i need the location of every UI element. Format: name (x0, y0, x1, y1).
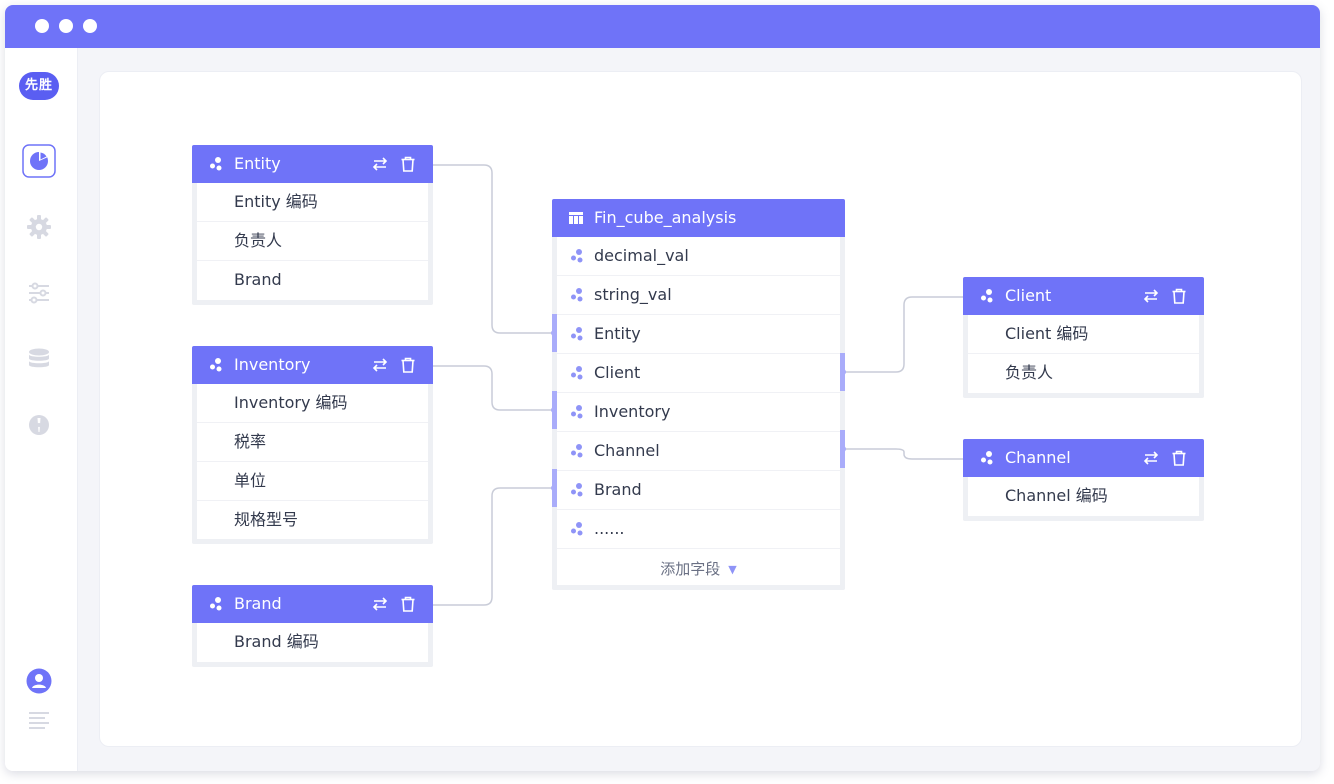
field-icon (571, 444, 583, 458)
wire-channel (845, 448, 963, 460)
swap-icon[interactable] (1142, 449, 1160, 467)
compass-icon[interactable] (22, 408, 56, 442)
fact-field-row[interactable]: Channel (557, 432, 840, 471)
trash-icon[interactable] (399, 356, 417, 374)
field-label: Brand (594, 480, 642, 499)
node-row[interactable]: 单位 (197, 462, 428, 501)
node-header[interactable]: Client (963, 277, 1204, 315)
database-icon[interactable] (22, 342, 56, 376)
add-field-label: 添加字段 (660, 560, 721, 578)
fact-field-row[interactable]: Entity (557, 315, 840, 354)
field-label: Client (594, 363, 641, 382)
field-label: Entity (594, 324, 641, 343)
fact-field-row[interactable]: Client (557, 354, 840, 393)
node-row[interactable]: 负责人 (197, 222, 428, 261)
dimension-icon (981, 289, 993, 303)
trash-icon[interactable] (399, 595, 417, 613)
dimension-icon (210, 157, 222, 171)
wire-client (845, 296, 963, 373)
dimension-entity[interactable]: Entity Entity 编码 负责人 Brand (192, 145, 433, 305)
title-bar (5, 5, 1320, 48)
dimension-inventory[interactable]: Inventory Inventory 编码 税率 单位 规格型号 (192, 346, 433, 544)
node-title: Channel (1005, 448, 1071, 467)
port-channel[interactable] (840, 430, 845, 468)
user-avatar-icon[interactable] (22, 664, 56, 698)
pie-chart-icon[interactable] (22, 144, 56, 178)
field-icon (571, 405, 583, 419)
node-header[interactable]: Entity (192, 145, 433, 183)
field-icon (571, 483, 583, 497)
field-icon (571, 327, 583, 341)
node-row[interactable]: 税率 (197, 423, 428, 462)
field-icon (571, 249, 583, 263)
add-field-button[interactable]: 添加字段 ▼ (557, 549, 840, 589)
node-row[interactable]: Entity 编码 (197, 183, 428, 222)
node-header[interactable]: Inventory (192, 346, 433, 384)
trash-icon[interactable] (399, 155, 417, 173)
dropdown-arrow-icon: ▼ (728, 562, 737, 576)
port-brand[interactable] (552, 469, 557, 507)
dimension-client[interactable]: Client Client 编码 负责人 (963, 277, 1204, 398)
menu-lines-icon[interactable] (22, 704, 56, 738)
dimension-icon (210, 358, 222, 372)
wire-entity (433, 164, 552, 334)
port-entity[interactable] (552, 314, 557, 352)
app-logo: 先胜 (19, 72, 59, 100)
fact-table[interactable]: Fin_cube_analysis decimal_val string_val… (552, 199, 845, 590)
sidebar: 先胜 (5, 48, 78, 771)
field-label: Inventory (594, 402, 671, 421)
fact-field-row[interactable]: decimal_val (557, 237, 840, 276)
field-label: Channel (594, 441, 660, 460)
node-title: Client (1005, 286, 1052, 305)
window-control-dot[interactable] (83, 19, 97, 33)
swap-icon[interactable] (371, 595, 389, 613)
node-header[interactable]: Channel (963, 439, 1204, 477)
fact-title: Fin_cube_analysis (594, 208, 737, 227)
node-row[interactable]: Inventory 编码 (197, 384, 428, 423)
field-icon (571, 522, 583, 536)
wire-inventory (433, 365, 552, 411)
field-icon (571, 366, 583, 380)
port-client[interactable] (840, 353, 845, 391)
fact-header[interactable]: Fin_cube_analysis (552, 199, 845, 237)
table-icon (569, 212, 583, 224)
swap-icon[interactable] (371, 155, 389, 173)
swap-icon[interactable] (371, 356, 389, 374)
fact-field-row[interactable]: string_val (557, 276, 840, 315)
dimension-icon (981, 451, 993, 465)
port-inventory[interactable] (552, 391, 557, 429)
field-label: decimal_val (594, 246, 689, 265)
node-title: Brand (234, 594, 282, 613)
dimension-channel[interactable]: Channel Channel 编码 (963, 439, 1204, 521)
node-row[interactable]: 负责人 (1005, 363, 1054, 382)
trash-icon[interactable] (1170, 287, 1188, 305)
dimension-brand[interactable]: Brand Brand 编码 (192, 585, 433, 667)
fact-field-row[interactable]: ...... (557, 510, 840, 549)
fact-field-row[interactable]: Brand (557, 471, 840, 510)
sliders-icon[interactable] (22, 276, 56, 310)
trash-icon[interactable] (1170, 449, 1188, 467)
field-label: ...... (594, 519, 625, 538)
window-control-dot[interactable] (59, 19, 73, 33)
node-row[interactable]: 规格型号 (234, 510, 299, 529)
field-icon (571, 288, 583, 302)
node-row[interactable]: Client 编码 (968, 315, 1199, 354)
node-row[interactable]: Brand (234, 270, 282, 289)
node-title: Inventory (234, 355, 311, 374)
window-control-dot[interactable] (35, 19, 49, 33)
node-header[interactable]: Brand (192, 585, 433, 623)
fact-field-row[interactable]: Inventory (557, 393, 840, 432)
field-label: string_val (594, 285, 672, 304)
swap-icon[interactable] (1142, 287, 1160, 305)
dimension-icon (210, 597, 222, 611)
node-row[interactable]: Channel 编码 (1005, 486, 1108, 505)
node-title: Entity (234, 154, 281, 173)
wire-brand (433, 487, 552, 606)
gear-icon[interactable] (22, 210, 56, 244)
node-row[interactable]: Brand 编码 (234, 632, 319, 651)
